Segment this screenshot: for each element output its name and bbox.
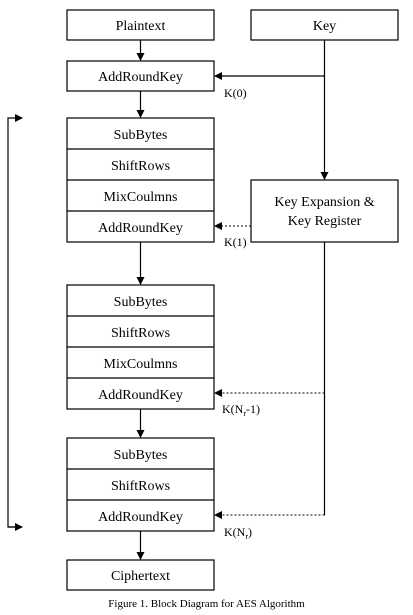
key-node: Key: [250, 9, 399, 41]
roundn-mixcolumns: MixCoulmns: [104, 357, 178, 372]
final-shiftrows: ShiftRows: [111, 479, 170, 494]
roundn-subbytes: SubBytes: [114, 295, 168, 310]
key-expansion-line2: Key Register: [288, 214, 362, 229]
ciphertext-node: Ciphertext: [66, 559, 215, 591]
initial-addroundkey-label: AddRoundKey: [98, 70, 183, 85]
k1-label: K(1): [224, 235, 247, 249]
round-nr-minus-1-block: SubBytes ShiftRows MixCoulmns AddRoundKe…: [66, 284, 215, 410]
key-expansion-line1: Key Expansion &: [274, 195, 374, 210]
ciphertext-label: Ciphertext: [111, 569, 170, 584]
knr-label: K(Nr): [224, 525, 252, 541]
round1-mixcolumns: MixCoulmns: [104, 190, 178, 205]
roundn-addroundkey: AddRoundKey: [98, 388, 183, 403]
round1-shiftrows: ShiftRows: [111, 159, 170, 174]
final-addroundkey: AddRoundKey: [98, 510, 183, 525]
round1-subbytes: SubBytes: [114, 128, 168, 143]
final-subbytes: SubBytes: [114, 448, 168, 463]
round-loop-line: [7, 114, 23, 528]
initial-addroundkey-node: AddRoundKey: [66, 60, 215, 92]
round1-addroundkey: AddRoundKey: [98, 221, 183, 236]
final-round-block: SubBytes ShiftRows AddRoundKey: [66, 437, 215, 532]
key-expansion-node: Key Expansion & Key Register: [250, 179, 399, 243]
figure-caption: Figure 1. Block Diagram for AES Algorith…: [108, 598, 305, 610]
plaintext-label: Plaintext: [116, 19, 166, 34]
plaintext-node: Plaintext: [66, 9, 215, 41]
key-label: Key: [313, 19, 336, 34]
roundn-shiftrows: ShiftRows: [111, 326, 170, 341]
knr-minus-1-label: K(Nr-1): [222, 402, 260, 418]
k0-label: K(0): [224, 86, 247, 100]
round-1-block: SubBytes ShiftRows MixCoulmns AddRoundKe…: [66, 117, 215, 243]
